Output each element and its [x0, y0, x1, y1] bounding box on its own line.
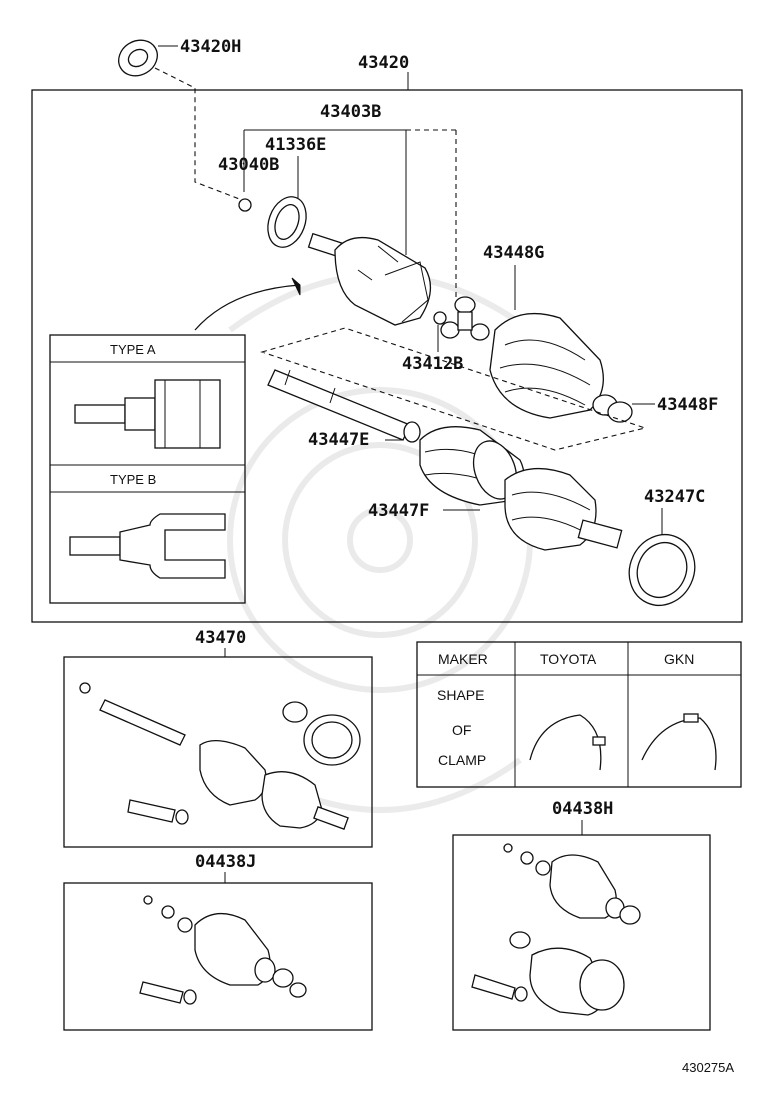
main-assembly-frame: [31, 89, 743, 623]
label-43040b: 43040B: [218, 155, 279, 175]
label-43448f: 43448F: [657, 395, 718, 415]
oil-seal-icon: [118, 39, 158, 77]
label-43412b: 43412B: [402, 354, 463, 374]
label-04438j: 04438J: [195, 852, 256, 872]
type-a-label: TYPE A: [110, 342, 156, 357]
label-04438h: 04438H: [552, 799, 613, 819]
boot-kit-j-icon: [143, 895, 307, 998]
gkn-header: GKN: [664, 651, 694, 667]
double-boot-icon: [419, 426, 623, 551]
tripod-joint-icon: [440, 296, 490, 341]
shape-label: SHAPE: [437, 687, 484, 703]
dust-seal-icon: [267, 196, 307, 248]
toyota-clamp-icon: [529, 714, 602, 771]
kit-04438h-frame: [452, 834, 711, 1031]
grease-tube-j-icon: [139, 981, 197, 1005]
clamp-pair-icon: [282, 701, 361, 766]
type-a-joint-icon: [74, 379, 221, 449]
clamp-label: CLAMP: [438, 752, 486, 768]
grease-tube-h-icon: [471, 974, 528, 1002]
watermark-logo: [227, 272, 533, 813]
gkn-clamp-icon: [641, 717, 717, 771]
snap-ring-icon: [238, 198, 252, 212]
arrow-icon: [194, 284, 301, 331]
label-43470: 43470: [195, 628, 246, 648]
clamp-table: MAKER TOYOTA GKN SHAPE OF CLAMP: [416, 641, 742, 788]
type-panel: [49, 334, 246, 604]
label-43447e: 43447E: [308, 430, 369, 450]
label-43420h: 43420H: [180, 37, 241, 57]
label-43447f: 43447F: [368, 501, 429, 521]
kit-43470-frame: [63, 656, 373, 848]
label-43420: 43420: [358, 53, 409, 73]
label-43247c: 43247C: [644, 487, 705, 507]
grease-tube-icon: [127, 799, 189, 825]
type-b-label: TYPE B: [110, 472, 156, 487]
boot-icon: [489, 312, 604, 419]
abs-ring-icon: [628, 534, 696, 606]
type-b-joint-icon: [69, 513, 226, 579]
kit-04438j-frame: [63, 882, 373, 1031]
shaft-assembly-icon: [99, 699, 349, 830]
clamp-icon: [592, 394, 633, 423]
boot-kit-h-icon: [503, 843, 641, 1016]
joint-housing-icon: [307, 232, 432, 326]
figure-id: 430275A: [682, 1060, 734, 1075]
label-43448g: 43448G: [483, 243, 544, 263]
of-label: OF: [452, 722, 471, 738]
label-41336e: 41336E: [265, 135, 326, 155]
axle-shaft-icon: [267, 369, 421, 443]
toyota-header: TOYOTA: [540, 651, 597, 667]
maker-header: MAKER: [438, 651, 488, 667]
snap-ring-small-icon: [433, 311, 447, 325]
label-43403b: 43403B: [320, 102, 381, 122]
